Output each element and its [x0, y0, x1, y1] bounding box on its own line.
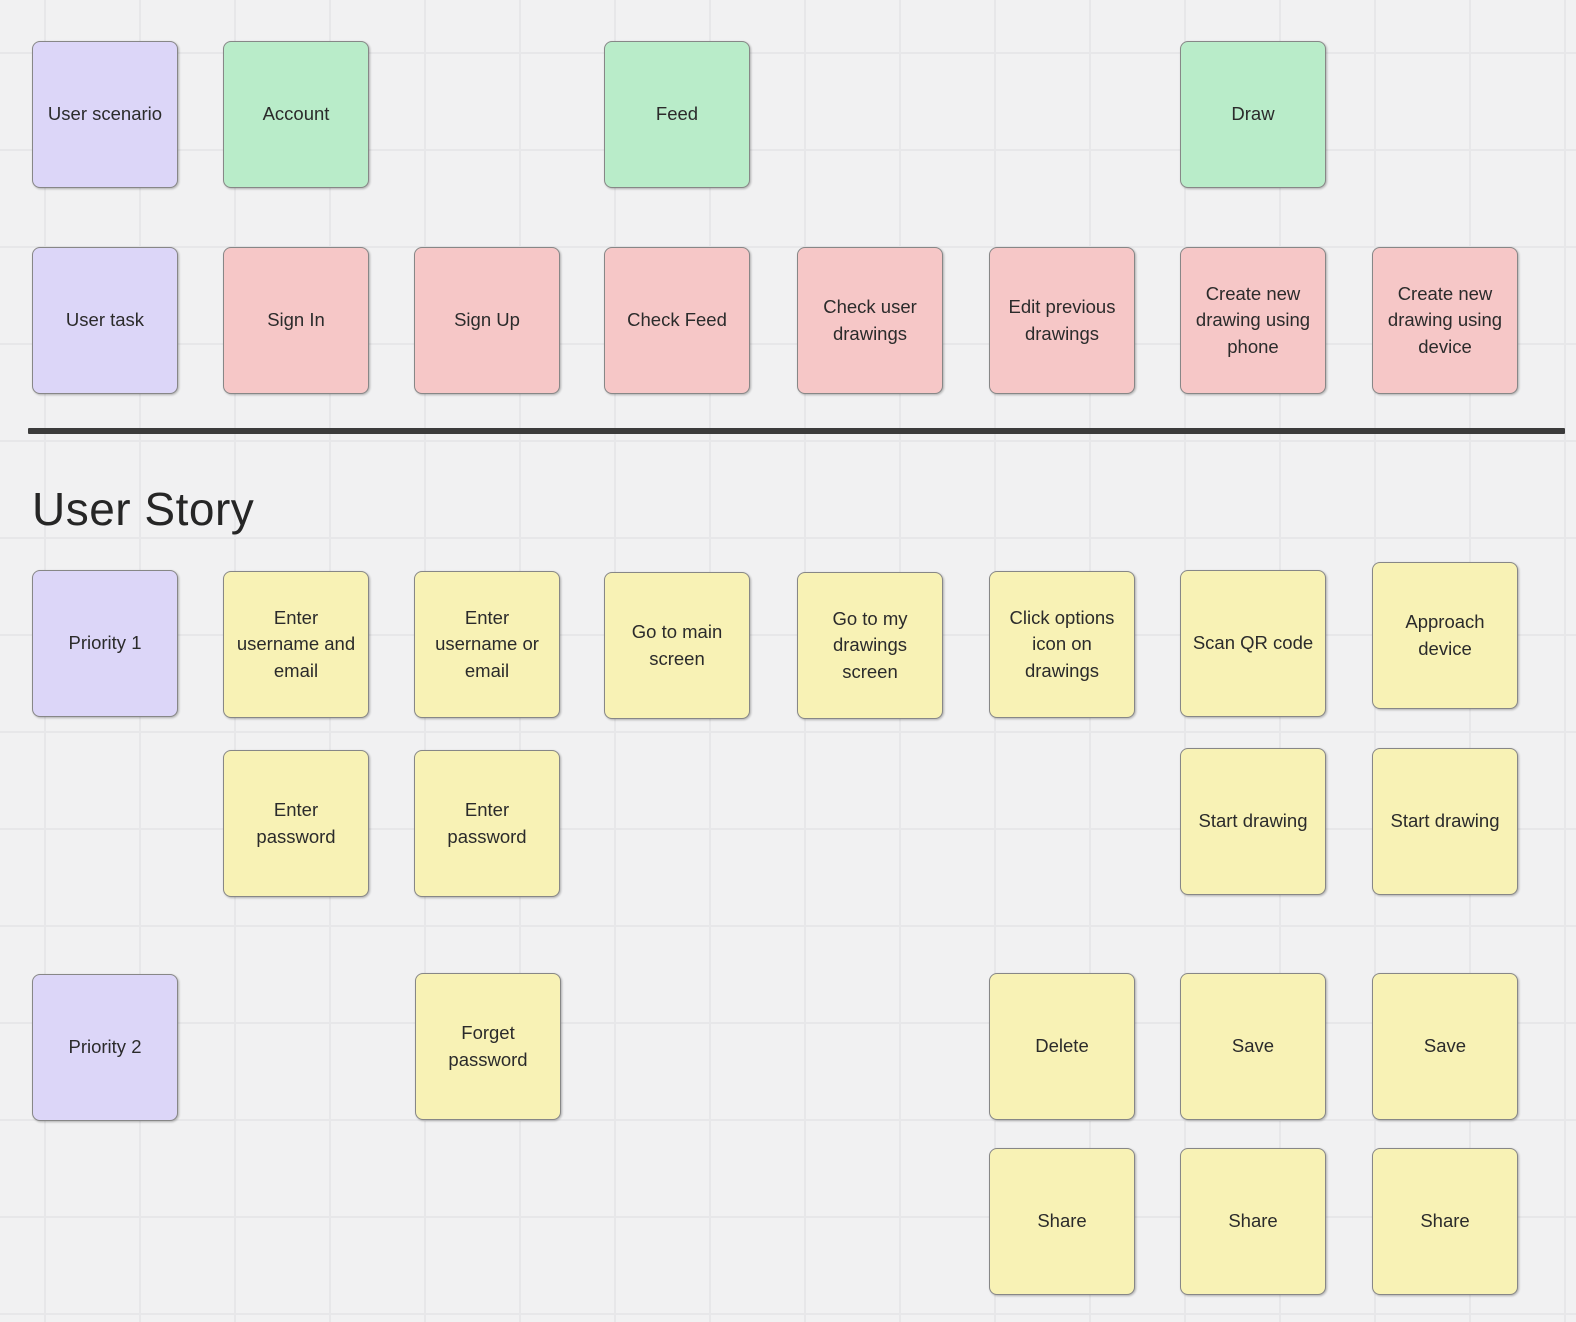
sticky-note-check-feed[interactable]: Check Feed	[604, 247, 750, 394]
sticky-note-click-options-icon-on-drawings[interactable]: Click options icon on drawings	[989, 571, 1135, 718]
sticky-note-priority-2[interactable]: Priority 2	[32, 974, 178, 1121]
sticky-note-user-task[interactable]: User task	[32, 247, 178, 394]
sticky-note-save[interactable]: Save	[1180, 973, 1326, 1120]
sticky-note-label: Create new drawing using device	[1387, 283, 1503, 357]
sticky-note-label: Forget password	[448, 1022, 528, 1070]
board-title: User Story	[32, 482, 255, 535]
sticky-note-label: Save	[1423, 1035, 1467, 1057]
sticky-note-save[interactable]: Save	[1372, 973, 1518, 1120]
sticky-note-forget-password[interactable]: Forget password	[415, 973, 561, 1120]
sticky-note-label: Account	[262, 103, 330, 125]
sticky-note-label: Share	[1228, 1210, 1278, 1232]
sticky-note-label: Enter password	[256, 799, 336, 847]
sticky-note-enter-username-or-email[interactable]: Enter username or email	[414, 571, 560, 718]
sticky-note-label: Feed	[655, 103, 699, 125]
section-divider	[28, 428, 1565, 434]
sticky-note-label: Enter username and email	[236, 607, 356, 681]
sticky-note-share[interactable]: Share	[1180, 1148, 1326, 1295]
sticky-note-go-to-my-drawings-screen[interactable]: Go to my drawings screen	[797, 572, 943, 719]
sticky-note-create-new-drawing-using-device[interactable]: Create new drawing using device	[1372, 247, 1518, 394]
sticky-note-label: Delete	[1035, 1035, 1089, 1057]
sticky-note-enter-password[interactable]: Enter password	[414, 750, 560, 897]
sticky-note-label: Priority 1	[68, 632, 142, 654]
sticky-note-label: User scenario	[47, 103, 163, 125]
sticky-note-enter-username-and-email[interactable]: Enter username and email	[223, 571, 369, 718]
sticky-note-label: Sign Up	[454, 309, 520, 331]
sticky-note-label: Go to main screen	[631, 621, 723, 669]
sticky-note-share[interactable]: Share	[989, 1148, 1135, 1295]
sticky-note-label: Priority 2	[68, 1036, 142, 1058]
sticky-note-sign-in[interactable]: Sign In	[223, 247, 369, 394]
sticky-note-label: Start drawing	[1198, 810, 1308, 832]
sticky-note-label: Enter username or email	[435, 607, 539, 681]
sticky-note-sign-up[interactable]: Sign Up	[414, 247, 560, 394]
sticky-note-create-new-drawing-using-phone[interactable]: Create new drawing using phone	[1180, 247, 1326, 394]
sticky-note-label: Check user drawings	[823, 296, 917, 344]
sticky-note-feed[interactable]: Feed	[604, 41, 750, 188]
sticky-note-label: Create new drawing using phone	[1195, 283, 1311, 357]
sticky-note-label: Share	[1037, 1210, 1087, 1232]
sticky-note-label: Start drawing	[1390, 810, 1500, 832]
sticky-note-label: User task	[65, 309, 145, 331]
sticky-note-edit-previous-drawings[interactable]: Edit previous drawings	[989, 247, 1135, 394]
sticky-note-label: Edit previous drawings	[1008, 296, 1116, 344]
sticky-note-label: Enter password	[447, 799, 527, 847]
sticky-note-delete[interactable]: Delete	[989, 973, 1135, 1120]
sticky-note-enter-password[interactable]: Enter password	[223, 750, 369, 897]
sticky-note-account[interactable]: Account	[223, 41, 369, 188]
sticky-note-priority-1[interactable]: Priority 1	[32, 570, 178, 717]
sticky-note-label: Sign In	[267, 309, 325, 331]
sticky-note-label: Go to my drawings screen	[832, 608, 908, 682]
sticky-note-scan-qr-code[interactable]: Scan QR code	[1180, 570, 1326, 717]
sticky-note-user-scenario[interactable]: User scenario	[32, 41, 178, 188]
sticky-note-label: Share	[1420, 1210, 1470, 1232]
sticky-note-check-user-drawings[interactable]: Check user drawings	[797, 247, 943, 394]
sticky-note-label: Scan QR code	[1192, 632, 1314, 654]
sticky-note-draw[interactable]: Draw	[1180, 41, 1326, 188]
sticky-note-label: Save	[1231, 1035, 1275, 1057]
sticky-note-label: Approach device	[1405, 611, 1485, 659]
sticky-note-start-drawing[interactable]: Start drawing	[1180, 748, 1326, 895]
sticky-note-label: Draw	[1231, 103, 1275, 125]
sticky-note-go-to-main-screen[interactable]: Go to main screen	[604, 572, 750, 719]
sticky-note-approach-device[interactable]: Approach device	[1372, 562, 1518, 709]
sticky-note-label: Check Feed	[627, 309, 727, 331]
sticky-note-share[interactable]: Share	[1372, 1148, 1518, 1295]
sticky-note-label: Click options icon on drawings	[1009, 607, 1115, 681]
sticky-note-start-drawing[interactable]: Start drawing	[1372, 748, 1518, 895]
